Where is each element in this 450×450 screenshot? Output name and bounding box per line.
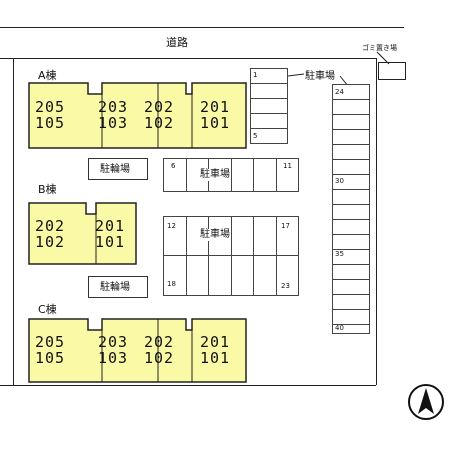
parking-space <box>332 99 370 115</box>
site-boundary-right <box>376 58 377 385</box>
parking-space <box>332 234 370 250</box>
unit-a-105: 105 <box>34 114 66 132</box>
parking-space <box>276 255 299 296</box>
parking-number-12: 12 <box>167 222 176 230</box>
parking-space <box>332 294 370 310</box>
bicycle-parking-2 <box>88 276 148 298</box>
parking-space <box>332 219 370 235</box>
unit-c-103: 103 <box>97 349 129 367</box>
parking-number-35: 35 <box>335 250 344 258</box>
parking-space <box>276 158 299 192</box>
unit-a-102: 102 <box>143 114 175 132</box>
garbage-area <box>378 62 406 80</box>
bicycle-parking-1 <box>88 158 148 180</box>
bicycle-parking-2-label: 駐輪場 <box>100 282 130 293</box>
building-a-outline <box>28 82 247 149</box>
parking-space <box>208 255 232 296</box>
parking-space <box>250 128 288 144</box>
unit-a-202: 202 <box>143 98 175 116</box>
site-boundary-bottom <box>0 385 376 386</box>
parking-space <box>332 264 370 280</box>
unit-a-103: 103 <box>97 114 129 132</box>
parking-number-40: 40 <box>335 324 344 332</box>
parking-space <box>253 255 277 296</box>
parking-label-b: 駐車場 <box>200 169 230 181</box>
parking-label-c: 駐車場 <box>200 229 230 241</box>
parking-number-11: 11 <box>283 162 292 170</box>
parking-lot-c: 12 17 18 23 <box>163 216 299 296</box>
unit-a-203: 203 <box>97 98 129 116</box>
building-b-outline <box>28 202 137 265</box>
parking-space <box>332 309 370 325</box>
parking-number-24: 24 <box>335 88 344 96</box>
parking-space <box>253 158 277 192</box>
north-arrow-icon <box>408 384 444 420</box>
parking-space <box>231 158 254 192</box>
unit-c-201: 201 <box>199 333 231 351</box>
garbage-pointer <box>376 51 390 65</box>
unit-b-201: 201 <box>94 217 126 235</box>
parking-space <box>332 114 370 130</box>
parking-number-18: 18 <box>167 280 176 288</box>
building-b-label: B棟 <box>38 183 57 196</box>
parking-number-30: 30 <box>335 177 344 185</box>
unit-c-101: 101 <box>199 349 231 367</box>
building-a-label: A棟 <box>38 69 57 82</box>
site-boundary-left <box>13 58 14 385</box>
parking-space <box>332 159 370 175</box>
parking-space <box>332 279 370 295</box>
unit-b-101: 101 <box>94 233 126 251</box>
parking-space <box>332 129 370 145</box>
unit-c-102: 102 <box>143 349 175 367</box>
unit-b-202: 202 <box>34 217 66 235</box>
parking-number-6: 6 <box>171 162 176 170</box>
unit-a-205: 205 <box>34 98 66 116</box>
site-boundary-top <box>0 58 376 59</box>
parking-lot-a: 1 5 <box>250 68 288 144</box>
parking-space <box>332 204 370 220</box>
parking-space <box>332 189 370 205</box>
parking-lot-b: 6 11 <box>163 158 299 192</box>
parking-space <box>231 255 254 296</box>
building-c-label: C棟 <box>38 303 57 316</box>
parking-space <box>253 216 277 256</box>
parking-number-17: 17 <box>281 222 290 230</box>
parking-space <box>250 113 288 129</box>
unit-c-202: 202 <box>143 333 175 351</box>
parking-space <box>186 255 209 296</box>
parking-label-a: 駐車場 <box>305 71 335 82</box>
unit-b-102: 102 <box>34 233 66 251</box>
road-label: 道路 <box>166 36 188 49</box>
bicycle-parking-1-label: 駐輪場 <box>100 164 130 175</box>
unit-c-203: 203 <box>97 333 129 351</box>
building-c-outline <box>28 318 247 383</box>
unit-c-105: 105 <box>34 349 66 367</box>
unit-a-101: 101 <box>199 114 231 132</box>
parking-space <box>250 83 288 99</box>
unit-a-201: 201 <box>199 98 231 116</box>
unit-c-205: 205 <box>34 333 66 351</box>
parking-space <box>163 255 187 296</box>
parking-space <box>231 216 254 256</box>
parking-number-1: 1 <box>253 71 258 79</box>
parking-lot-right: 24 30 35 40 <box>332 84 370 334</box>
parking-number-5: 5 <box>253 132 258 140</box>
parking-space <box>250 98 288 114</box>
parking-number-23: 23 <box>281 282 290 290</box>
parking-space <box>332 144 370 160</box>
garbage-label: ゴミ置き場 <box>362 44 397 52</box>
road-boundary-top <box>0 27 404 28</box>
parking-space <box>332 324 370 334</box>
